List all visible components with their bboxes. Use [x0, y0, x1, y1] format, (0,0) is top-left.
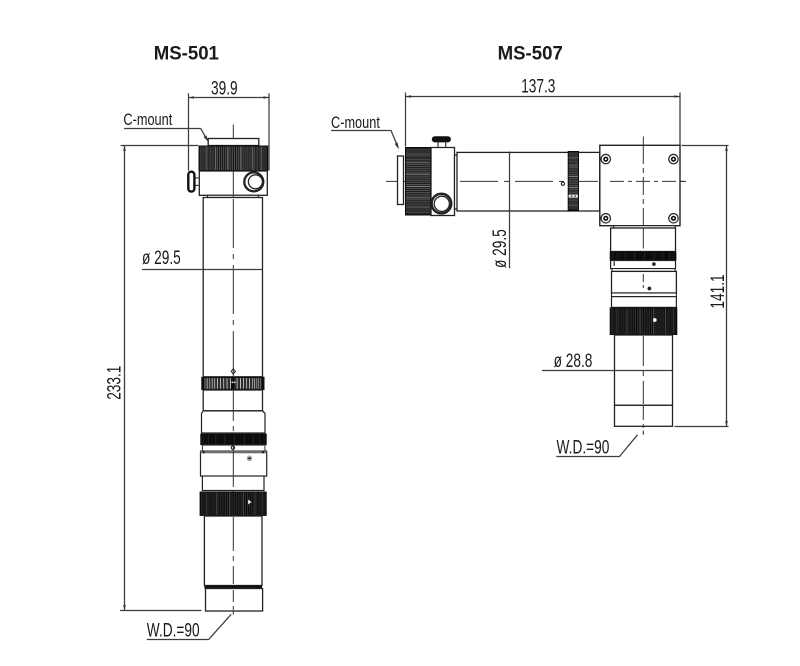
svg-text:W.D.=90: W.D.=90: [147, 619, 200, 641]
svg-text:ø 28.8: ø 28.8: [554, 350, 593, 372]
svg-text:W.D.=90: W.D.=90: [557, 436, 610, 458]
svg-text:ø 29.5: ø 29.5: [489, 229, 511, 268]
svg-text:39.9: 39.9: [211, 77, 238, 99]
svg-text:MS-501: MS-501: [154, 43, 219, 64]
svg-text:137.3: 137.3: [521, 75, 555, 97]
svg-text:C-mount: C-mount: [123, 110, 173, 129]
svg-text:C-mount: C-mount: [331, 113, 381, 132]
svg-text:233.1: 233.1: [103, 366, 125, 400]
svg-text:141.1: 141.1: [707, 274, 729, 308]
svg-text:MS-507: MS-507: [498, 43, 563, 64]
svg-text:ø 29.5: ø 29.5: [142, 247, 181, 269]
